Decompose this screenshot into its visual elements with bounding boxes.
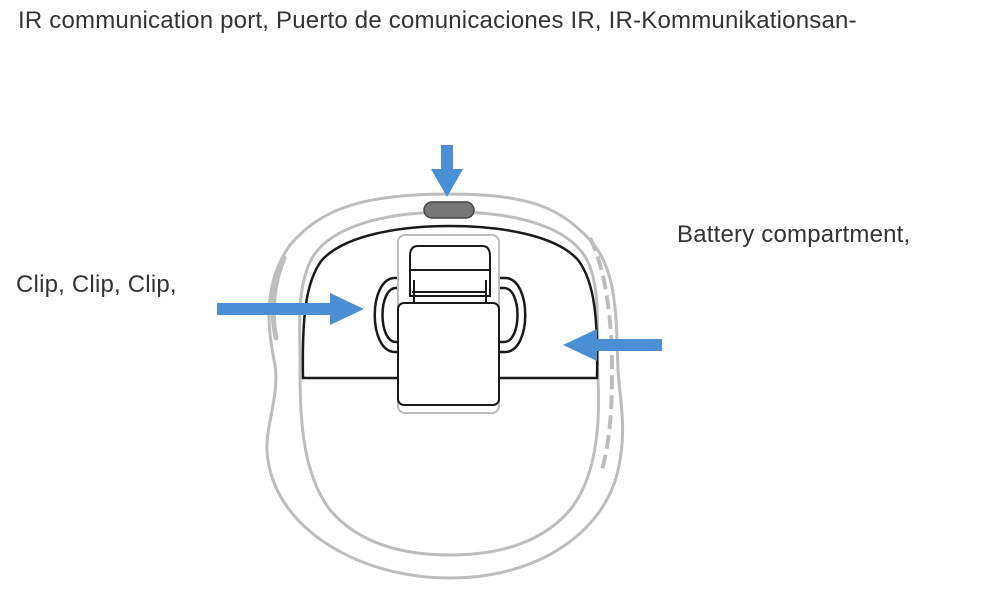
right-grip-ridge xyxy=(588,237,615,471)
left-grip-ridge xyxy=(270,255,287,341)
ir-port-arrow-icon xyxy=(431,145,463,197)
clip-label: Clip, Clip, Clip, xyxy=(16,271,177,298)
ir-port xyxy=(423,201,475,219)
ir-port-caption: IR communication port, Puerto de comunic… xyxy=(18,7,857,34)
clip-arrow-icon xyxy=(217,293,364,325)
battery-compartment-label: Battery compartment, xyxy=(677,221,911,248)
clip-front-plate xyxy=(397,302,500,406)
battery-arrow-icon xyxy=(563,329,662,361)
